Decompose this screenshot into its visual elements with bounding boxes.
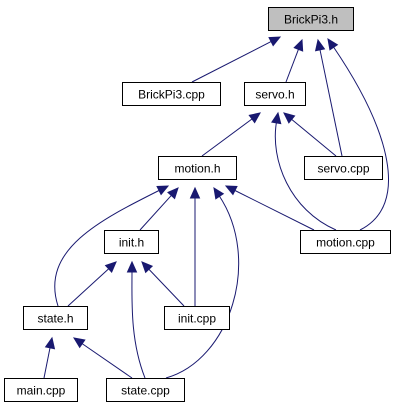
node-servo-cpp-label: servo.cpp xyxy=(317,162,369,176)
edge-state-cpp-to-state-h xyxy=(72,337,133,379)
node-motion-cpp[interactable]: motion.cpp xyxy=(300,230,391,254)
edge-state-h-to-init-h xyxy=(67,261,117,307)
edge-state-cpp-to-state-h-arrowhead xyxy=(72,337,86,349)
edge-motion-cpp-to-servo-h-arrowhead xyxy=(271,111,282,125)
node-state-h[interactable]: state.h xyxy=(23,306,88,330)
edge-brickpi3-cpp-to-brickpi3-h-arrowhead xyxy=(268,36,282,47)
edge-brickpi3-cpp-to-brickpi3-h xyxy=(191,36,282,83)
edge-state-cpp-to-motion-h-arrowhead xyxy=(213,186,225,200)
node-main-cpp-box xyxy=(4,378,78,402)
edge-brickpi3-cpp-to-brickpi3-h-line xyxy=(191,40,273,83)
node-init-cpp[interactable]: init.cpp xyxy=(164,306,230,330)
edge-state-h-to-init-h-line xyxy=(67,267,110,307)
edge-servo-cpp-to-servo-h-line xyxy=(290,118,337,157)
edge-motion-cpp-to-motion-h-arrowhead xyxy=(224,185,238,196)
node-state-h-label: state.h xyxy=(37,312,73,326)
node-brickpi3-cpp[interactable]: BrickPi3.cpp xyxy=(122,82,221,106)
node-servo-h-label: servo.h xyxy=(255,88,294,102)
edge-motion-cpp-to-brickpi3-h xyxy=(327,37,389,231)
node-servo-h[interactable]: servo.h xyxy=(244,82,306,106)
edge-init-cpp-to-motion-h-arrowhead xyxy=(189,186,201,199)
edge-motion-cpp-to-brickpi3-h-line xyxy=(332,46,389,231)
edge-state-cpp-to-init-h xyxy=(126,260,146,379)
edge-state-h-to-init-h-arrowhead xyxy=(104,261,117,273)
edges-layer xyxy=(43,36,389,379)
edge-motion-cpp-to-motion-h-line xyxy=(233,189,315,231)
edge-main-cpp-to-state-h xyxy=(43,336,56,379)
node-init-h[interactable]: init.h xyxy=(104,230,159,254)
node-state-cpp-label: state.cpp xyxy=(121,384,170,398)
node-motion-cpp-label: motion.cpp xyxy=(316,236,375,250)
edge-servo-cpp-to-brickpi3-h xyxy=(314,38,343,157)
edge-servo-cpp-to-servo-h-arrowhead xyxy=(283,112,296,124)
edge-state-cpp-to-motion-h xyxy=(165,186,240,379)
edge-servo-cpp-to-servo-h xyxy=(283,112,337,157)
edge-motion-h-to-servo-h-line xyxy=(201,117,254,157)
node-servo-cpp[interactable]: servo.cpp xyxy=(304,156,383,180)
node-brickpi3-cpp-box xyxy=(122,82,221,106)
node-brickpi3-cpp-label: BrickPi3.cpp xyxy=(138,88,205,102)
edge-state-cpp-to-init-h-line xyxy=(131,270,146,379)
edge-state-h-to-motion-h-arrowhead xyxy=(156,185,170,196)
edge-state-h-to-motion-h xyxy=(54,185,170,307)
node-servo-h-box xyxy=(244,82,306,106)
node-motion-h-label: motion.h xyxy=(174,162,220,176)
edge-init-cpp-to-motion-h xyxy=(189,186,201,306)
node-state-cpp-box xyxy=(106,378,185,402)
edge-servo-cpp-to-brickpi3-h-line xyxy=(319,48,343,157)
edge-main-cpp-to-state-h-arrowhead xyxy=(44,336,56,350)
edge-init-h-to-motion-h-line xyxy=(139,194,173,231)
node-brickpi3-h-label: BrickPi3.h xyxy=(284,13,338,27)
edge-init-h-to-motion-h xyxy=(139,187,179,231)
node-init-cpp-box xyxy=(164,306,230,330)
edge-main-cpp-to-state-h-line xyxy=(43,346,51,379)
edge-motion-h-to-servo-h-arrowhead xyxy=(248,112,261,124)
node-main-cpp[interactable]: main.cpp xyxy=(4,378,78,402)
edge-motion-cpp-to-motion-h xyxy=(224,185,315,231)
edge-init-h-to-motion-h-arrowhead xyxy=(167,187,179,200)
edge-state-h-to-motion-h-line xyxy=(54,189,161,307)
edge-servo-cpp-to-brickpi3-h-arrowhead xyxy=(314,38,326,52)
node-motion-h-box xyxy=(158,156,237,180)
edge-init-cpp-to-init-h-line xyxy=(147,268,185,307)
edge-init-cpp-to-init-h-arrowhead xyxy=(141,261,154,274)
node-init-h-label: init.h xyxy=(119,236,144,250)
node-init-cpp-label: init.cpp xyxy=(178,312,216,326)
node-motion-cpp-box xyxy=(300,230,391,254)
node-brickpi3-h-box xyxy=(268,7,354,31)
edge-servo-h-to-brickpi3-h-line xyxy=(285,48,300,83)
node-brickpi3-h[interactable]: BrickPi3.h xyxy=(268,7,354,31)
edge-servo-h-to-brickpi3-h-arrowhead xyxy=(293,38,304,52)
edge-state-cpp-to-state-h-line xyxy=(81,342,133,379)
node-state-h-box xyxy=(23,306,88,330)
edge-state-cpp-to-motion-h-line xyxy=(165,195,240,379)
node-main-cpp-label: main.cpp xyxy=(17,384,66,398)
node-state-cpp[interactable]: state.cpp xyxy=(106,378,185,402)
edge-motion-cpp-to-brickpi3-h-arrowhead xyxy=(327,37,339,51)
node-init-h-box xyxy=(104,230,159,254)
node-servo-cpp-box xyxy=(304,156,383,180)
edge-motion-cpp-to-servo-h xyxy=(271,111,337,231)
edge-servo-h-to-brickpi3-h xyxy=(285,38,304,83)
edge-motion-h-to-servo-h xyxy=(201,112,261,157)
edge-motion-cpp-to-servo-h-line xyxy=(274,121,337,231)
edge-init-cpp-to-init-h xyxy=(141,261,185,307)
node-motion-h[interactable]: motion.h xyxy=(158,156,237,180)
edge-state-cpp-to-init-h-arrowhead xyxy=(126,260,138,273)
